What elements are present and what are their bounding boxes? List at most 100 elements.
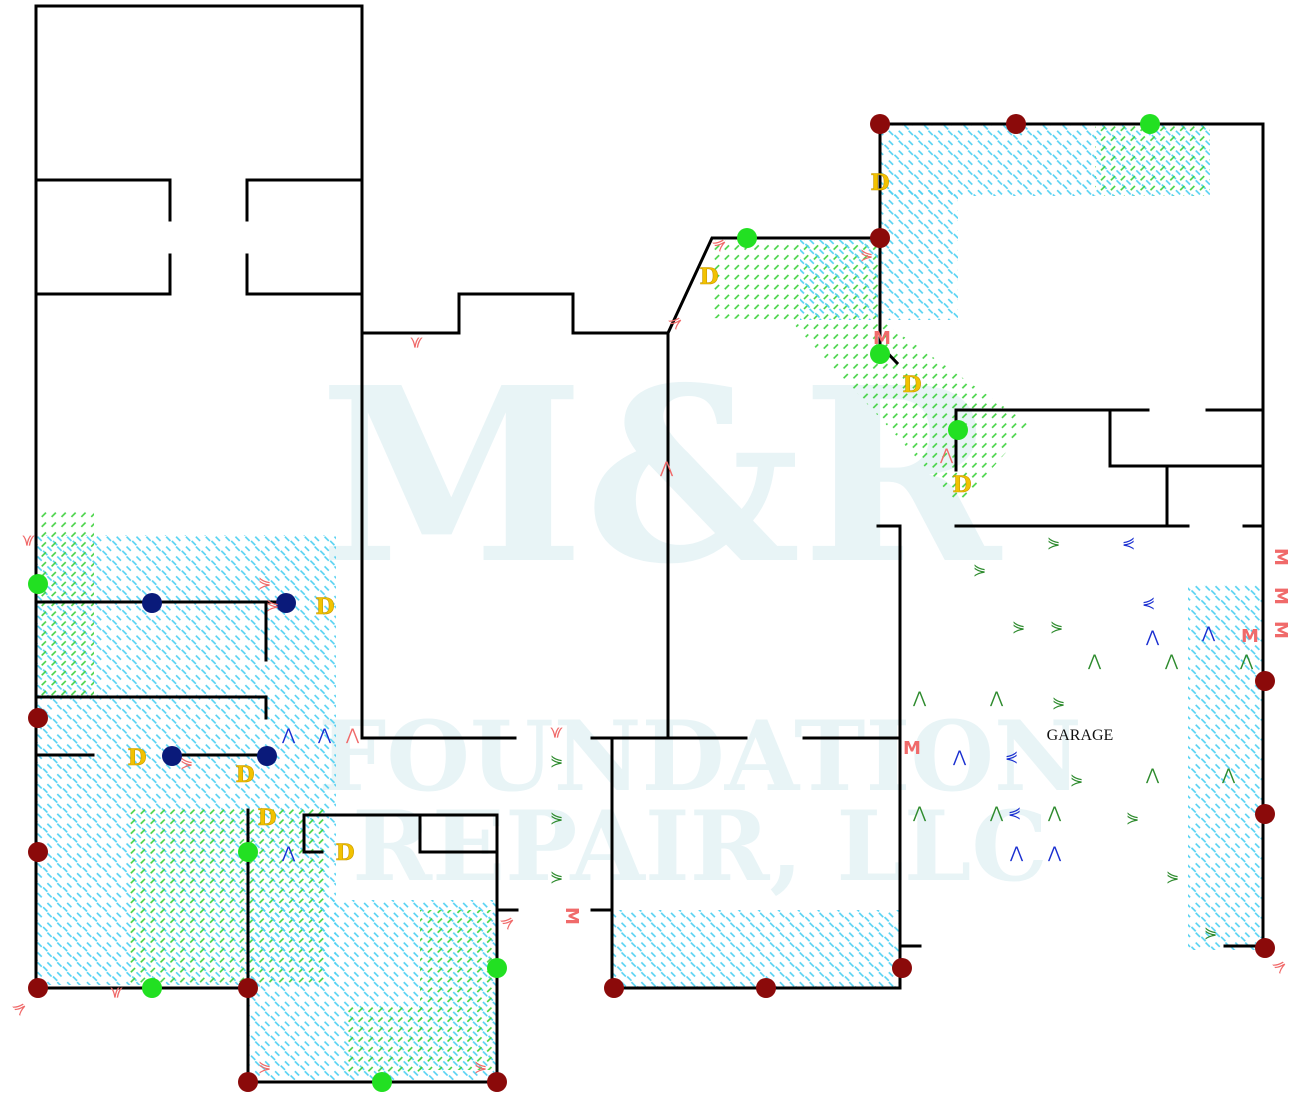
green-arrow-mark: ⋟ xyxy=(1012,617,1025,636)
green-arrow-mark: ⋟ xyxy=(1204,923,1217,942)
blue-arrow-mark: ⋞ xyxy=(1005,747,1018,766)
green-arrow-mark: ⋀ xyxy=(912,803,927,822)
maroon-dot xyxy=(756,978,776,998)
green-arrow-mark: ⋟ xyxy=(1070,770,1083,789)
maroon-dot xyxy=(604,978,624,998)
blue-arrow-mark: ⋀ xyxy=(1009,843,1024,862)
crack-mark: ⋀ xyxy=(345,725,360,744)
green-arrow-marks: ⋟ ⋟ ⋟ ⋟ ⋀ ⋀ ⋀ ⋀ ⋀ ⋟ ⋟ ⋀ ⋀ ⋀ ⋀ ⋀ ⋟ ⋟ ⋟ ⋟ … xyxy=(550,533,1254,942)
crack-mark: ⋟ xyxy=(860,245,873,264)
navy-dot xyxy=(276,593,296,613)
navy-dots xyxy=(142,593,296,766)
green-arrow-mark: ⋀ xyxy=(989,688,1004,707)
green-arrow-mark: ⋟ xyxy=(550,751,563,770)
blue-arrow-mark: ⋞ xyxy=(1122,533,1135,552)
green-dot xyxy=(487,958,507,978)
m-marker: M xyxy=(1241,626,1259,647)
green-arrow-mark: ⋟ xyxy=(1050,617,1063,636)
maroon-dot xyxy=(238,978,258,998)
green-arrow-mark: ⋟ xyxy=(973,560,986,579)
wall xyxy=(34,253,172,296)
green-arrow-mark: ⋟ xyxy=(1126,808,1139,827)
navy-dot xyxy=(142,593,162,613)
wall xyxy=(954,408,1150,472)
green-arrow-mark: ⋟ xyxy=(550,808,563,827)
maroon-dot xyxy=(487,1072,507,1092)
m-marker: M xyxy=(1270,621,1291,639)
maroon-dot xyxy=(870,228,890,248)
green-arrow-mark: ⋀ xyxy=(1047,803,1062,822)
green-dot xyxy=(28,574,48,594)
green-dot xyxy=(870,344,890,364)
d-marker: D xyxy=(257,805,276,831)
hatch-cyan-region xyxy=(1188,585,1263,950)
green-dot xyxy=(372,1072,392,1092)
crack-mark: ⋟ xyxy=(258,1057,271,1076)
blue-arrow-marks: ⋞ ⋞ ⋀ ⋀ ⋀ ⋞ ⋞ ⋀ ⋀ ⋀ ⋀ ⋀ xyxy=(281,533,1216,862)
blue-arrow-mark: ⋞ xyxy=(1142,593,1155,612)
green-arrow-mark: ⋀ xyxy=(1164,651,1179,670)
blue-arrow-mark: ⋀ xyxy=(952,747,967,766)
green-dot xyxy=(238,842,258,862)
m-marker: M xyxy=(1270,587,1291,605)
hatch-cyan-region xyxy=(800,240,878,320)
hatch-cyan-region xyxy=(612,910,899,988)
maroon-dot xyxy=(28,978,48,998)
m-marker: M xyxy=(561,907,582,925)
m-marker: M xyxy=(903,738,921,759)
green-dot xyxy=(1140,114,1160,134)
wall xyxy=(34,813,499,1084)
maroon-dot xyxy=(1255,804,1275,824)
crack-mark: ⋀ xyxy=(659,458,674,477)
wall xyxy=(34,695,268,720)
maroon-dot xyxy=(28,842,48,862)
green-arrow-mark: ⋟ xyxy=(1052,693,1065,712)
green-dot xyxy=(142,978,162,998)
maroon-dot xyxy=(1255,671,1275,691)
hatch-green-region xyxy=(345,1005,425,1075)
maroon-dot xyxy=(238,1072,258,1092)
wall xyxy=(34,4,364,737)
green-dot xyxy=(948,420,968,440)
wall xyxy=(245,178,364,222)
watermark-line-company: REPAIR, LLC xyxy=(352,790,1048,903)
green-arrow-mark: ⋀ xyxy=(989,803,1004,822)
crack-mark: ⋟ xyxy=(258,573,271,592)
maroon-dots xyxy=(28,114,1275,1092)
crack-mark: ⋟ xyxy=(266,595,279,614)
wall xyxy=(1108,408,1265,468)
navy-dot xyxy=(162,746,182,766)
green-dot xyxy=(737,228,757,248)
m-marker: M xyxy=(873,328,891,349)
watermark-line-foundation: FOUNDATION xyxy=(318,700,1081,813)
green-arrow-mark: ⋀ xyxy=(1221,765,1236,784)
crack-mark: ⋟ xyxy=(664,310,686,333)
green-arrow-mark: ⋟ xyxy=(1047,533,1060,552)
crack-mark: ⋟ xyxy=(1268,954,1290,977)
blue-arrow-mark: ⋀ xyxy=(1201,623,1216,642)
crack-mark: ⋟ xyxy=(180,753,193,772)
green-arrow-mark: ⋀ xyxy=(1087,651,1102,670)
maroon-dot xyxy=(1006,114,1026,134)
blue-arrow-mark: ⋀ xyxy=(1047,843,1062,862)
d-marker: D xyxy=(952,472,971,498)
crack-mark: ⋟ xyxy=(474,1057,487,1076)
d-marker: D xyxy=(127,745,146,771)
green-arrow-mark: ⋟ xyxy=(550,867,563,886)
d-marker: D xyxy=(235,762,254,788)
blue-arrow-mark: ⋞ xyxy=(1008,803,1021,822)
hatch-green-region xyxy=(1095,124,1210,196)
m-markers: M M M M M M M xyxy=(561,328,1291,925)
maroon-dot xyxy=(28,708,48,728)
d-marker: D xyxy=(870,170,889,196)
wall xyxy=(302,813,324,854)
hatch-green-region xyxy=(36,510,94,700)
crack-mark: ⋟ xyxy=(496,910,518,933)
walls xyxy=(34,4,1265,1084)
green-arrow-mark: ⋀ xyxy=(1145,765,1160,784)
blue-arrow-mark: ⋀ xyxy=(281,843,296,862)
green-arrow-mark: ⋟ xyxy=(1166,867,1179,886)
hatch-green-region xyxy=(420,910,495,1070)
crack-mark: ⋟ xyxy=(408,336,427,349)
